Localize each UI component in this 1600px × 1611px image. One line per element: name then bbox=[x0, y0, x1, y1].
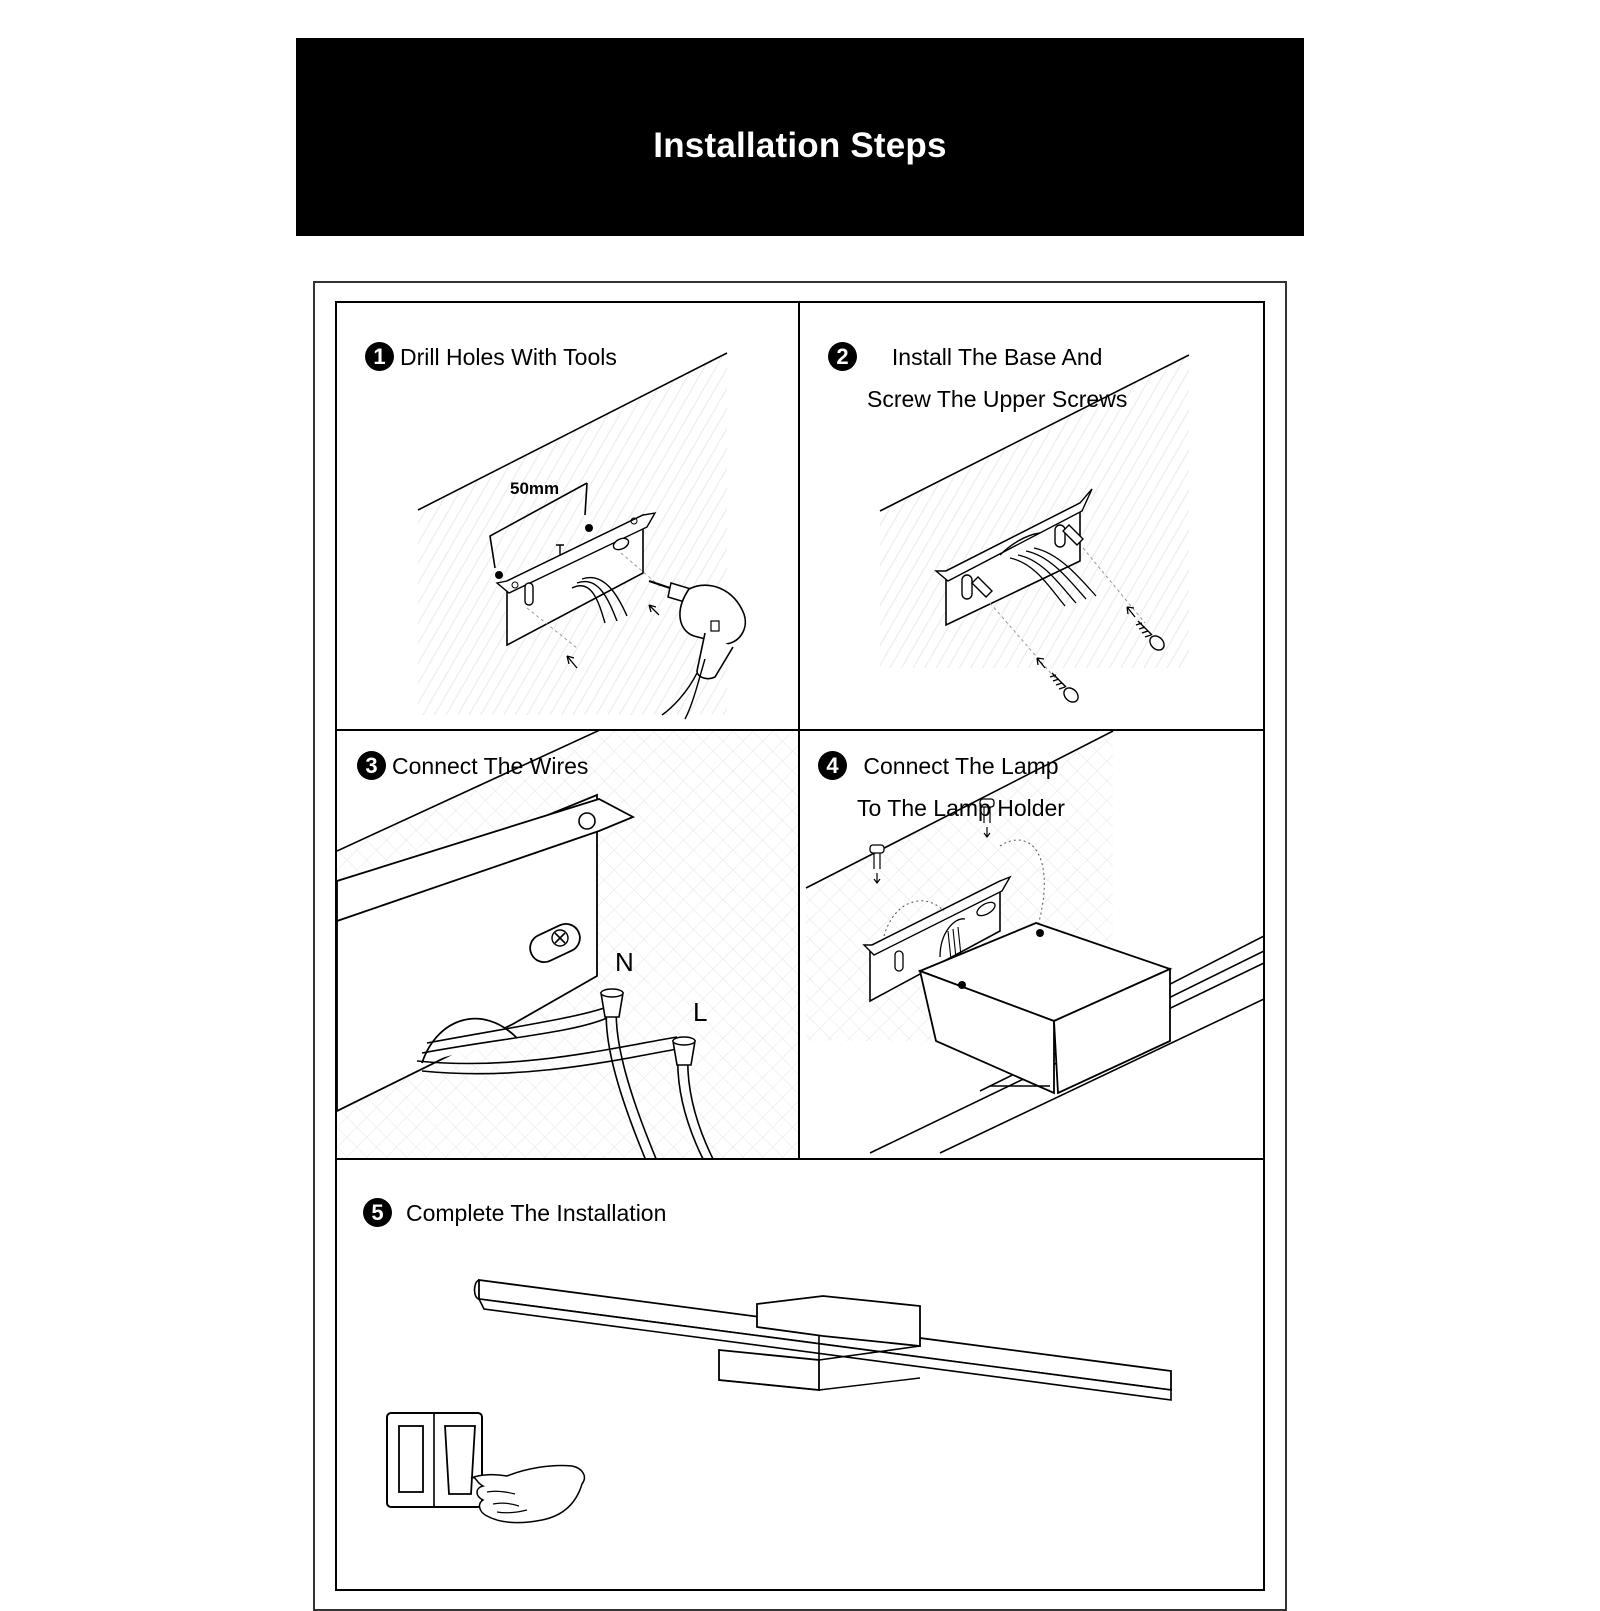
step-3-panel: 3 Connect The Wires N L bbox=[337, 731, 798, 1158]
step-5-panel: 5 Complete The Installation bbox=[337, 1160, 1264, 1589]
step-2-label: Install The Base And Screw The Upper Scr… bbox=[867, 336, 1127, 420]
connect-lamp-illustration bbox=[805, 731, 1264, 1154]
step-1-label: Drill Holes With Tools bbox=[400, 344, 617, 370]
dimension-label: 50mm bbox=[510, 479, 560, 498]
step-number-badge: 1 bbox=[365, 342, 394, 371]
step-4-panel: 4 Connect The Lamp To The Lamp Holder bbox=[800, 731, 1264, 1158]
step-4-label-line-2: To The Lamp Holder bbox=[857, 795, 1065, 821]
step-number-badge: 3 bbox=[357, 751, 386, 780]
step-3-label: Connect The Wires bbox=[392, 753, 589, 779]
page-title: Installation Steps bbox=[653, 126, 947, 165]
title-banner: Installation Steps bbox=[296, 38, 1304, 236]
step-2-panel: 2 Install The Base And Screw The Upper S… bbox=[800, 303, 1264, 729]
step-number-badge: 4 bbox=[818, 751, 847, 780]
step-3-heading: 3 Connect The Wires bbox=[357, 745, 588, 787]
step-number-badge: 2 bbox=[828, 342, 857, 371]
step-1-heading: 1 Drill Holes With Tools bbox=[365, 336, 617, 378]
step-4-label: Connect The Lamp To The Lamp Holder bbox=[857, 745, 1065, 829]
step-4-label-line-1: Connect The Lamp bbox=[863, 753, 1059, 779]
completed-installation-illustration bbox=[386, 1278, 1172, 1524]
steps-grid bbox=[335, 301, 1265, 1591]
step-2-label-line-1: Install The Base And bbox=[891, 344, 1103, 370]
live-wire-label: L bbox=[693, 997, 708, 1027]
step-2-label-line-2: Screw The Upper Screws bbox=[867, 386, 1128, 412]
step-2-heading: 2 Install The Base And Screw The Upper S… bbox=[828, 336, 1127, 420]
connect-wires-illustration bbox=[337, 731, 798, 1158]
step-5-label: Complete The Installation bbox=[406, 1200, 667, 1226]
install-base-illustration bbox=[879, 354, 1190, 703]
neutral-wire-label: N bbox=[615, 947, 634, 977]
step-number-badge: 5 bbox=[363, 1198, 392, 1227]
drill-holes-illustration bbox=[417, 352, 746, 720]
step-4-heading: 4 Connect The Lamp To The Lamp Holder bbox=[818, 745, 1065, 829]
step-5-heading: 5 Complete The Installation bbox=[363, 1192, 666, 1234]
step-1-panel: 1 Drill Holes With Tools 50mm bbox=[337, 303, 798, 729]
